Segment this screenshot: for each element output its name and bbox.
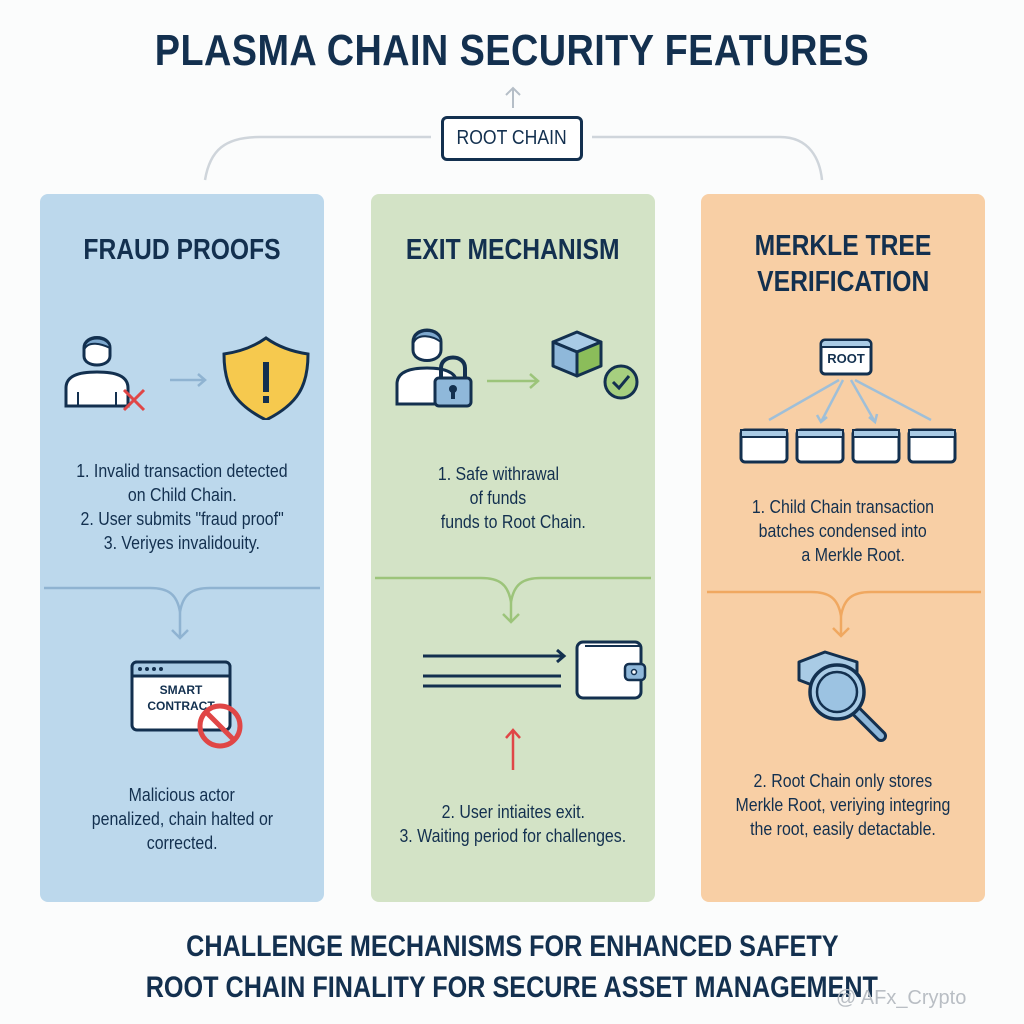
exit-result: 2. User intiaites exit. 3. Waiting perio… bbox=[399, 801, 627, 846]
root-chain-box: ROOT CHAIN bbox=[441, 116, 583, 161]
flow-arrow-down-icon bbox=[375, 576, 651, 624]
root-node-label: ROOT bbox=[827, 351, 865, 366]
user-icon bbox=[64, 336, 130, 408]
root-connector-lines bbox=[203, 86, 824, 181]
footer-line-1: CHALLENGE MECHANISMS FOR ENHANCED SAFETY bbox=[185, 930, 839, 963]
fraud-icons-row bbox=[64, 336, 310, 420]
panel-merkle-tree-verification: MERKLE TREE VERIFICATION bbox=[701, 194, 985, 902]
leaf-node bbox=[851, 428, 901, 464]
leaf-node bbox=[795, 428, 845, 464]
flow-arrow-down-icon bbox=[707, 590, 981, 638]
merkle-result: 2. Root Chain only stores Merkle Root, v… bbox=[735, 770, 951, 839]
red-arrow-up-icon bbox=[505, 728, 521, 770]
fraud-result: Malicious actor penalized, chain halted … bbox=[91, 784, 273, 853]
page-title: PLASMA CHAIN SECURITY FEATURES bbox=[154, 26, 870, 75]
leaf-node bbox=[739, 428, 789, 464]
merkle-tree-icon: ROOT bbox=[739, 338, 959, 468]
cube-icon bbox=[551, 330, 603, 378]
contract-label: CONTRACT bbox=[147, 699, 215, 713]
smart-contract-window-icon: SMART CONTRACT bbox=[130, 660, 250, 750]
prohibited-icon bbox=[197, 703, 243, 749]
merkle-steps: 1. Child Chain transaction batches conde… bbox=[751, 496, 935, 565]
panel-exit-mechanism: EXIT MECHANISM 1. Safe withrawal bbox=[371, 194, 655, 902]
transfer-to-wallet-row bbox=[423, 640, 647, 700]
shield-warning-icon bbox=[222, 336, 310, 420]
exit-icons-row bbox=[395, 328, 639, 408]
contract-label: SMART bbox=[159, 683, 203, 697]
tree-edges bbox=[768, 378, 932, 425]
exit-steps: 1. Safe withrawal of funds funds to Root… bbox=[437, 463, 586, 532]
panel-fraud-proofs: FRAUD PROOFS 1. Invalid transaction dete… bbox=[40, 194, 324, 902]
wallet-icon bbox=[575, 640, 647, 700]
leaf-node bbox=[907, 428, 957, 464]
flow-arrow-down-icon bbox=[44, 586, 320, 640]
fraud-steps: 1. Invalid transaction detected on Child… bbox=[76, 460, 288, 553]
watermark: @ AFx_Crypto bbox=[836, 987, 967, 1009]
arrow-up-icon bbox=[505, 86, 521, 108]
panel-title: EXIT MECHANISM bbox=[406, 234, 620, 266]
root-chain-label: ROOT CHAIN bbox=[456, 127, 568, 149]
root-node bbox=[819, 338, 873, 376]
panel-title: MERKLE TREE VERIFICATION bbox=[754, 230, 932, 298]
arrow-right-icon bbox=[487, 373, 540, 389]
check-circle-icon bbox=[603, 364, 639, 400]
magnifier-cube-icon bbox=[797, 650, 887, 742]
red-x-icon bbox=[122, 388, 146, 412]
arrow-right-icon bbox=[170, 373, 207, 387]
padlock-icon bbox=[433, 355, 473, 408]
transfer-lines-icon bbox=[423, 648, 567, 688]
footer-line-2: ROOT CHAIN FINALITY FOR SECURE ASSET MAN… bbox=[145, 971, 879, 1004]
panel-title: FRAUD PROOFS bbox=[83, 234, 281, 266]
